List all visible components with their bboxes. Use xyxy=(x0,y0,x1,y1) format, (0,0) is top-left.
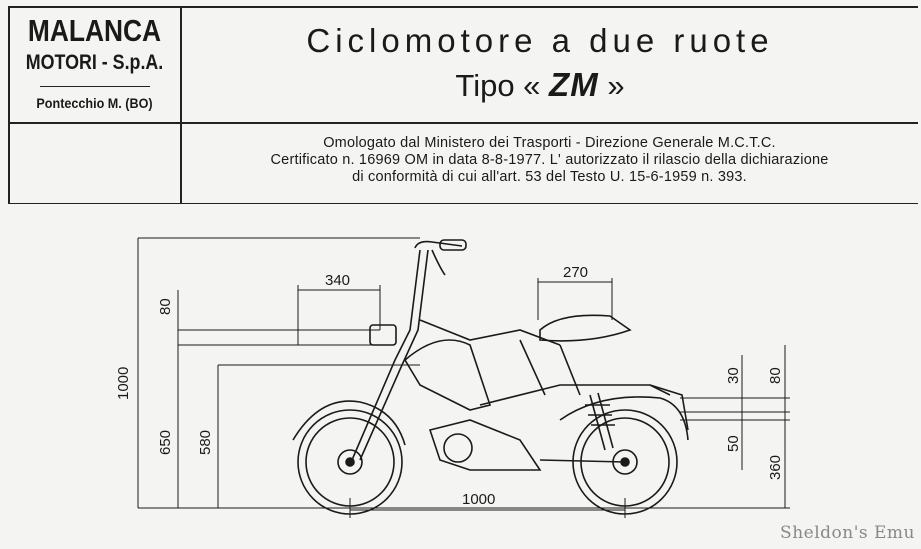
model-name: ZM xyxy=(549,66,599,103)
front-wheel xyxy=(292,400,406,515)
dim-rear-80: 80 xyxy=(767,367,784,384)
watermark: Sheldon's Emu xyxy=(780,523,915,543)
page-title: Ciclomotore a due ruote xyxy=(306,22,774,59)
dim-seat-height: 650 xyxy=(157,430,174,455)
dimension-labels: 1000 80 650 580 340 270 30 80 50 360 100… xyxy=(115,264,784,508)
header-divider xyxy=(8,122,918,124)
dim-wheelbase: 1000 xyxy=(462,491,495,508)
rear-wheel xyxy=(559,396,689,515)
dim-tank-height: 580 xyxy=(197,430,214,455)
company-block: MALANCA MOTORI - S.p.A. Pontecchio M. (B… xyxy=(12,13,177,112)
model-title-suffix: » xyxy=(607,68,625,103)
company-divider xyxy=(180,6,182,204)
rear-suspension xyxy=(585,384,689,451)
cert-line-1: Omologato dal Ministero dei Trasporti - … xyxy=(323,135,776,151)
company-name: MALANCA xyxy=(27,13,162,48)
cert-line-2: Certificato n. 16969 OM in data 8-8-1977… xyxy=(270,152,829,168)
model-title: Tipo « ZM » xyxy=(190,66,890,104)
company-location: Pontecchio M. (BO) xyxy=(36,95,153,111)
frame-and-engine xyxy=(403,314,671,471)
cert-line-3: di conformità di cui all'art. 53 del Tes… xyxy=(352,169,747,185)
dimension-lines xyxy=(137,237,790,518)
dim-rear-height: 360 xyxy=(767,455,784,480)
dim-overall-height: 1000 xyxy=(115,367,132,400)
dim-rear-30: 30 xyxy=(725,367,742,384)
company-rule xyxy=(39,86,150,87)
dim-front-offset: 340 xyxy=(325,272,350,289)
left-border xyxy=(8,6,10,204)
company-sub: MOTORI - S.p.A. xyxy=(25,51,164,74)
top-border xyxy=(8,6,918,8)
dim-handlebar-top: 80 xyxy=(157,298,174,315)
model-title-prefix: Tipo « xyxy=(455,68,541,103)
fork-and-handlebar xyxy=(351,239,467,461)
dim-rear-50: 50 xyxy=(725,435,742,452)
certification-text: Omologato dal Ministero dei Trasporti - … xyxy=(182,135,917,186)
dim-seat-length: 270 xyxy=(563,264,588,281)
cert-divider xyxy=(8,203,918,204)
